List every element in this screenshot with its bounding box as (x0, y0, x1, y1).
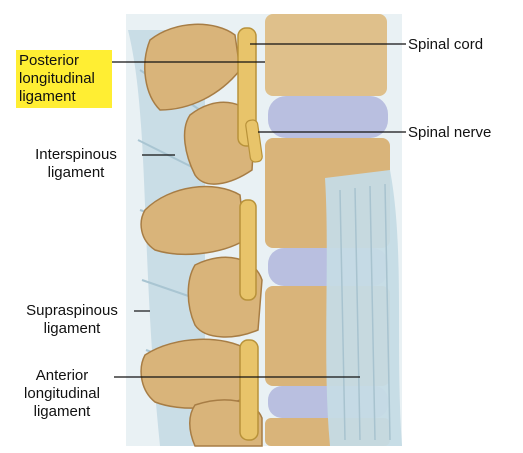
label-line: longitudinal (12, 385, 112, 403)
label-line: ligament (12, 403, 112, 421)
spinal-cord-label: Spinal cord (408, 36, 518, 54)
label-line: ligament (19, 88, 109, 106)
label-line: Supraspinous (12, 302, 132, 320)
label-line: Posterior (19, 52, 109, 70)
interspinous-ligament-label: Interspinous ligament (12, 146, 140, 182)
label-line: Interspinous (12, 146, 140, 164)
anterior-longitudinal-ligament-label: Anterior longitudinal ligament (12, 367, 112, 421)
spinal-nerve-3 (240, 340, 258, 440)
spinal-nerve-label: Spinal nerve (408, 124, 518, 142)
spinal-nerve-2 (240, 200, 256, 300)
posterior-longitudinal-ligament-label: Posterior longitudinal ligament (16, 50, 112, 108)
spinous-process-5 (141, 339, 250, 408)
anterior-longitudinal-ligament-sheet (325, 170, 402, 446)
label-line: longitudinal (19, 70, 109, 88)
vertebral-body-1 (265, 14, 387, 96)
label-line: ligament (12, 320, 132, 338)
label-line: Anterior (12, 367, 112, 385)
supraspinous-ligament-label: Supraspinous ligament (12, 302, 132, 338)
label-line: ligament (12, 164, 140, 182)
